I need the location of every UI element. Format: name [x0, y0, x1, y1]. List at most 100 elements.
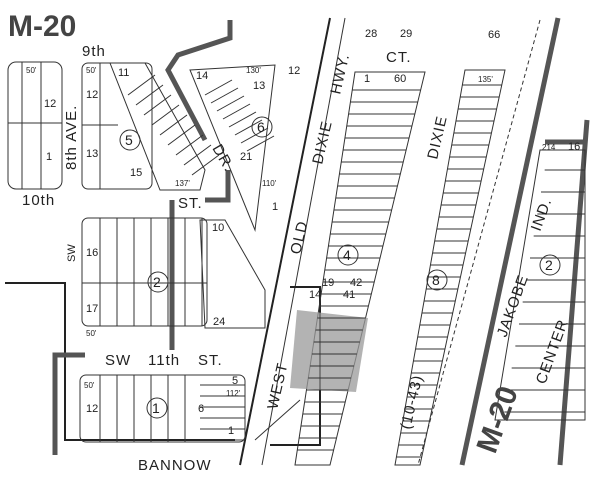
- dimension-110: 110': [262, 179, 277, 188]
- street-label-11th: 11th: [148, 352, 180, 369]
- block-left-top: [7, 61, 63, 190]
- lot-1: 1: [364, 73, 370, 85]
- lot-lines: [99, 74, 585, 458]
- old-dixie-west-edge: [239, 17, 331, 466]
- block-5-number: 5: [125, 132, 133, 148]
- street-label-dixie-hwy: DIXIE: [309, 119, 336, 166]
- pointer-arrow: [254, 399, 301, 441]
- right-boundary-line: [557, 119, 590, 466]
- road-marker-st: [205, 170, 231, 203]
- block-2-right-number: 2: [545, 257, 553, 273]
- street-label-st-upper: ST.: [178, 195, 203, 212]
- dimension-50: 50': [86, 329, 97, 338]
- lot-line: [246, 135, 275, 152]
- street-label-old: OLD: [287, 219, 311, 256]
- street-label-m20-top: M-20: [8, 10, 76, 43]
- street-label-sw: SW: [66, 244, 78, 262]
- dimension-50: 50': [84, 381, 95, 390]
- boundary-line-lower: [5, 282, 235, 441]
- street-label-8th-ave: 8th AVE.: [63, 105, 80, 170]
- lot-1: 1: [228, 425, 234, 437]
- lot-13: 13: [86, 148, 98, 160]
- lot-41: 41: [343, 289, 355, 301]
- lot-line: [167, 124, 196, 146]
- block-4-number: 4: [343, 247, 351, 263]
- lot-28: 28: [365, 28, 377, 40]
- lot-6: 6: [198, 403, 204, 415]
- lot-line: [183, 144, 212, 166]
- street-label-ct: CT.: [386, 49, 412, 66]
- lot-line: [191, 154, 220, 176]
- road-lines: [5, 17, 590, 466]
- block-6-circle: [251, 116, 273, 138]
- street-label-st-lower: ST.: [198, 352, 223, 369]
- street-label-dixie-right: DIXIE: [424, 114, 451, 161]
- block-8-number: 8: [432, 272, 440, 288]
- street-label-dr: DR.: [209, 142, 238, 175]
- dimension-135: 135': [478, 75, 493, 84]
- m20-boundary-line: [459, 17, 561, 466]
- lot-16: 16: [568, 141, 580, 153]
- lot-numbers: 12 1 12 13 11 15 14 13 12 21 1 28 29 66 …: [44, 28, 580, 437]
- block-2-right-circle: [539, 254, 561, 276]
- lot-line: [222, 103, 251, 120]
- lot-11: 11: [118, 67, 129, 79]
- dimension-labels: 50' 50' 130' 137' 110' 135' 50' 50' 112': [26, 66, 493, 398]
- dimension-130: 130': [246, 66, 261, 75]
- lot-line: [135, 84, 164, 106]
- lot-line: [151, 104, 180, 126]
- street-label-10th: 10th: [22, 192, 55, 209]
- road-marker-9th: [165, 20, 233, 142]
- shaded-parcel: [290, 310, 368, 392]
- lot-19: 19: [322, 277, 334, 289]
- dimension-50: 50': [26, 66, 37, 75]
- block-8-circle: [426, 269, 448, 291]
- lot-12: 12: [288, 65, 300, 77]
- lot-66: 66: [488, 29, 500, 41]
- block-1-outline: [79, 374, 246, 443]
- lot-214: 214: [542, 143, 556, 152]
- lot-60: 60: [394, 73, 406, 85]
- lot-line: [143, 94, 172, 116]
- lot-line: [234, 119, 263, 136]
- lot-14: 14: [196, 70, 208, 82]
- street-label-west: WEST: [264, 361, 291, 411]
- lot-10: 10: [212, 222, 224, 234]
- lot-line: [127, 74, 156, 96]
- block-5-circle: [119, 129, 141, 151]
- block-2-diag: [199, 219, 266, 329]
- lot-1: 1: [272, 201, 278, 213]
- street-label-hwy: HWY.: [327, 52, 353, 96]
- block-2-right-outline: [494, 149, 586, 421]
- lot-13: 13: [253, 80, 265, 92]
- lot-line: [228, 111, 257, 128]
- block-6-outline: [189, 64, 276, 232]
- block-2-left-number: 2: [153, 274, 161, 290]
- lot-1: 1: [46, 151, 52, 163]
- street-label-bannow: BANNOW: [138, 457, 212, 474]
- street-label-sw-11th: SW: [105, 352, 131, 369]
- old-dixie-east-edge: [261, 17, 346, 466]
- block-numbers: 5 6 4 8 2 2 1: [119, 116, 561, 419]
- lot-line: [240, 127, 269, 144]
- lot-line: [210, 87, 239, 104]
- dimension-50: 50': [86, 66, 97, 75]
- lot-21: 21: [240, 151, 252, 163]
- block-5-diagonal: [109, 62, 206, 191]
- lot-24: 24: [213, 316, 225, 328]
- lot-12: 12: [44, 98, 56, 110]
- block-6-number: 6: [257, 119, 265, 135]
- lot-16: 16: [86, 247, 98, 259]
- dimension-112: 112': [226, 389, 241, 398]
- road-marker-11th: [52, 352, 85, 455]
- block-8-strip: [394, 69, 506, 466]
- lot-line: [204, 79, 233, 96]
- lot-12: 12: [86, 89, 98, 101]
- plat-reference: (10-43): [397, 373, 426, 431]
- lot-line: [175, 134, 204, 156]
- block-4-circle: [337, 244, 359, 266]
- block-1-circle: [146, 397, 168, 419]
- lot-14: 14: [309, 289, 321, 301]
- dimension-137: 137': [175, 179, 190, 188]
- lot-line: [216, 95, 245, 112]
